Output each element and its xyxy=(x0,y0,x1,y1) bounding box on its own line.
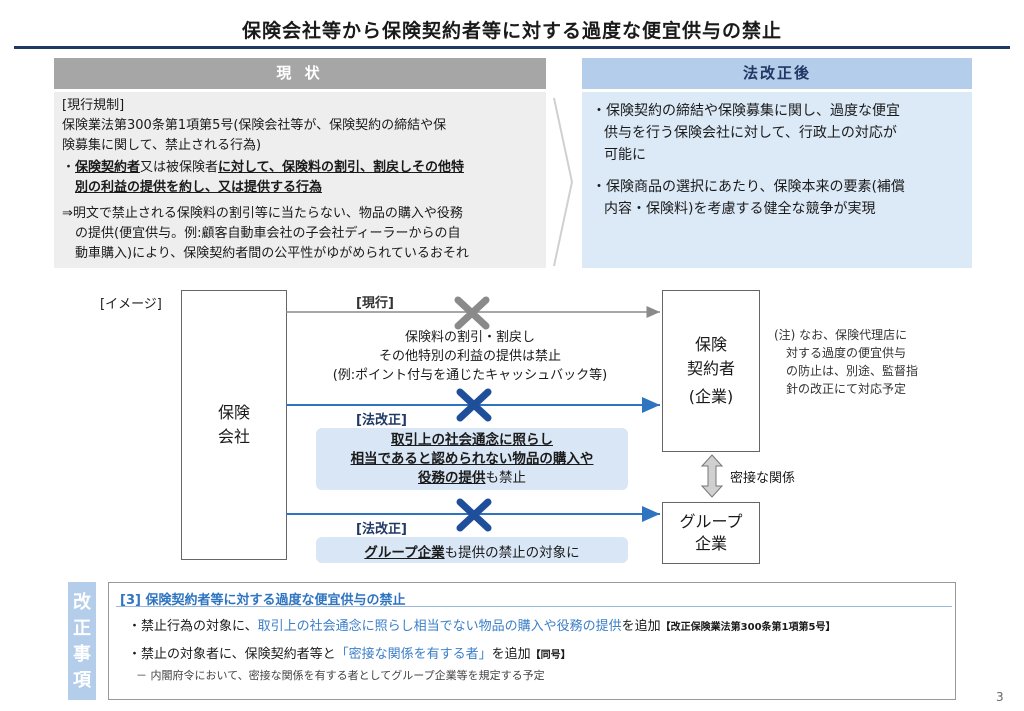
revised-desc-4b: も提供の禁止の対象に xyxy=(444,545,580,561)
current-desc-1: 保険料の割引・割戻し xyxy=(404,330,535,345)
insurer-box: 保険 会社 xyxy=(181,290,287,560)
sidebar-char-4: 項 xyxy=(73,670,91,691)
revised-point-2-line-1: ・保険商品の選択にあたり、保険本来の要素(補償 xyxy=(592,179,905,195)
revised-desc-3a: 役務の提供 xyxy=(418,470,486,486)
sidebar-char-1: 改 xyxy=(73,592,91,613)
group-label-1: グループ xyxy=(679,512,743,531)
revised-desc-2: 相当であると認められない物品の購入や xyxy=(350,451,594,467)
current-status-panel xyxy=(54,92,546,268)
revised-box-2 xyxy=(316,537,628,563)
amendment-heading: [3] 保険契約者等に対する過度な便宜供与の禁止 xyxy=(120,593,406,608)
note-text: (注) なお、保険代理店に 対する過度の便宜供与 の防止は、別途、監督指 針の改… xyxy=(774,326,974,398)
title-divider xyxy=(14,46,1010,49)
revised-label-1: [法改正] xyxy=(356,413,407,428)
note-line-3: の防止は、別途、監督指 xyxy=(786,364,919,378)
amendment-sidebar: 改 正 事 項 xyxy=(68,582,96,700)
policyholder-label-3: (企業) xyxy=(688,387,734,406)
insurer-label-1: 保険 xyxy=(217,403,250,422)
policyholder-box: 保険 契約者 (企業) xyxy=(662,290,760,452)
current-regulation-text: [現行規制] 保険業法第300条第1項第5号(保険会社等が、保険契約の締結や保 … xyxy=(62,96,542,264)
current-label: [現行] xyxy=(356,296,394,311)
concern-line-2: の提供(便宜供与。例:顧客自動車会社の子会社ディーラーからの自 xyxy=(75,226,461,241)
revised-point-1-line-2: 供与を行う保険会社に対して、行政上の対応が xyxy=(604,125,897,141)
amendment-sub-note: － 内閣府令において、密接な関係を有する者としてグループ企業等を規定する予定 xyxy=(136,669,545,682)
policyholder-label-1: 保険 xyxy=(694,335,727,354)
prohibited-act-bullet: ・保険契約者又は被保険者に対して、保険料の割引、割戻しその他特 xyxy=(62,160,465,175)
insurer-label-2: 会社 xyxy=(217,427,250,446)
page-title: 保険会社等から保険契約者等に対する過度な便宜供与の禁止 xyxy=(241,20,782,42)
group-company-box: グループ 企業 xyxy=(662,502,760,564)
current-desc-2: その他特別の利益の提供は禁止 xyxy=(378,349,561,364)
regulation-line-2: 険募集に関して、禁止される行為) xyxy=(62,138,262,153)
chevron-right-icon xyxy=(553,97,574,267)
revised-desc-1: 取引上の社会通念に照らし xyxy=(391,432,553,448)
sidebar-char-2: 正 xyxy=(73,618,91,639)
sidebar-char-3: 事 xyxy=(73,644,91,665)
revised-law-panel xyxy=(582,92,972,268)
revised-law-text: ・保険契約の締結や保険募集に関し、過度な便宜 供与を行う保険会社に対して、行政上… xyxy=(592,100,968,220)
policyholder-label-2: 契約者 xyxy=(686,359,735,378)
revised-label-2: [法改正] xyxy=(356,522,407,537)
note-line-1: (注) なお、保険代理店に xyxy=(774,328,908,342)
prohibited-act-line-2: 別の利益の提供を約し、又は提供する行為 xyxy=(75,180,323,195)
revised-point-1-line-1: ・保険契約の締結や保険募集に関し、過度な便宜 xyxy=(592,103,900,119)
close-relation-label: 密接な関係 xyxy=(730,471,796,486)
current-description: 保険料の割引・割戻し その他特別の利益の提供は禁止 (例:ポイント付与を通じたキ… xyxy=(300,328,640,385)
concern-line-3: 動車購入)により、保険契約者間の公平性がゆがめられているおそれ xyxy=(75,246,469,261)
double-arrow-icon xyxy=(700,454,724,498)
revised-desc-3b: も禁止 xyxy=(485,470,527,486)
current-status-header: 現 状 xyxy=(54,58,546,89)
note-line-4: 針の改正にて対応予定 xyxy=(786,382,907,396)
cross-blue-icon-2 xyxy=(456,498,492,532)
revised-desc-4a: グループ企業 xyxy=(364,545,445,561)
note-line-2: 対する過度の便宜供与 xyxy=(786,346,907,360)
cross-blue-icon-1 xyxy=(456,388,492,422)
amendment-item-2: ・禁止の対象者に、保険契約者等と「密接な関係を有する者」を追加【同号】 xyxy=(128,647,571,662)
revised-description-1: 取引上の社会通念に照らし 相当であると認められない物品の購入や 役務の提供も禁止 xyxy=(316,431,628,488)
amendment-box xyxy=(108,582,956,700)
revised-box-1 xyxy=(316,428,628,490)
regulation-line-1: 保険業法第300条第1項第5号(保険会社等が、保険契約の締結や保 xyxy=(62,118,447,133)
current-desc-3: (例:ポイント付与を通じたキャッシュバック等) xyxy=(332,368,608,383)
image-label: [イメージ] xyxy=(100,297,162,312)
group-label-2: 企業 xyxy=(694,534,727,553)
concern-line-1: ⇒明文で禁止される保険料の割引等に当たらない、物品の購入や役務 xyxy=(62,206,463,221)
page-number: 3 xyxy=(996,690,1004,704)
amendment-item-1: ・禁止行為の対象に、取引上の社会通念に照らし相当でない物品の購入や役務の提供を追… xyxy=(128,619,836,634)
amendment-heading-rule xyxy=(116,606,952,607)
regulation-label: [現行規制] xyxy=(62,98,125,113)
revised-description-2: グループ企業も提供の禁止の対象に xyxy=(316,541,628,561)
revised-point-2-line-2: 内容・保険料)を考慮する健全な競争が実現 xyxy=(604,201,876,217)
revised-point-1-line-3: 可能に xyxy=(604,147,646,163)
revised-law-header: 法改正後 xyxy=(582,58,972,89)
cross-gray-icon xyxy=(454,296,490,330)
